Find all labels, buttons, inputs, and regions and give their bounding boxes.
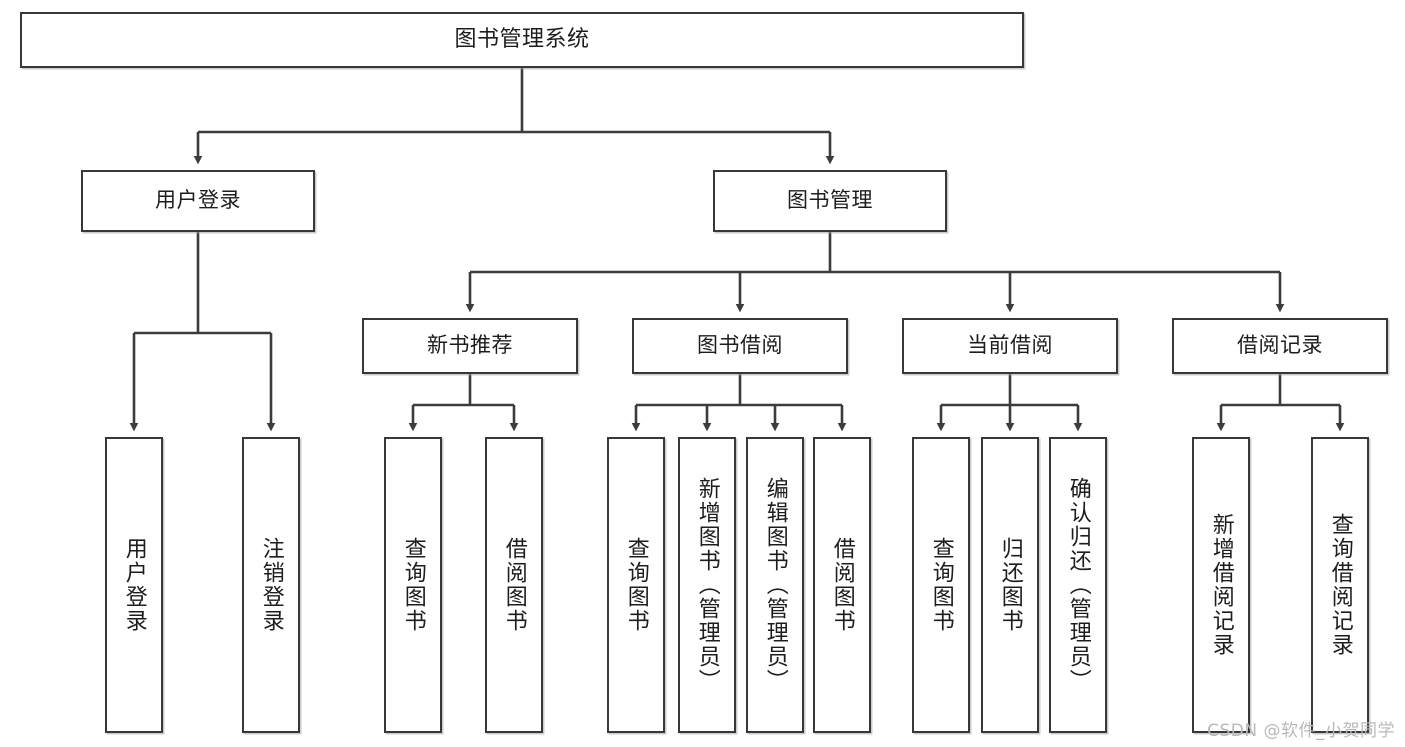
leaf-query-book-borrow[interactable]: 查询图书 <box>607 437 665 733</box>
node-label: 图书管理 <box>787 188 873 213</box>
node-label: 新增图书（管理员） <box>694 477 720 693</box>
node-label: 借阅图书 <box>501 537 527 633</box>
node-label: 当前借阅 <box>967 333 1053 358</box>
leaf-return-book[interactable]: 归还图书 <box>981 437 1039 733</box>
csdn-watermark: CSDN @软件_小贺同学 <box>1207 721 1395 741</box>
node-label: 用户登录 <box>155 188 241 213</box>
leaf-query-book-recommend[interactable]: 查询图书 <box>384 437 442 733</box>
leaf-query-book-current[interactable]: 查询图书 <box>912 437 970 733</box>
node-current-borrow[interactable]: 当前借阅 <box>902 318 1118 374</box>
leaf-user-login[interactable]: 用户登录 <box>105 437 163 733</box>
node-label: 新书推荐 <box>427 333 513 358</box>
node-root-system[interactable]: 图书管理系统 <box>20 12 1024 68</box>
node-label: 查询图书 <box>928 537 954 633</box>
node-label: 编辑图书（管理员） <box>762 477 788 693</box>
node-label: 注销登录 <box>258 537 284 633</box>
node-label: 图书管理系统 <box>454 26 590 52</box>
node-new-book-recommend[interactable]: 新书推荐 <box>362 318 578 374</box>
node-label: 图书借阅 <box>697 333 783 358</box>
leaf-edit-book-admin[interactable]: 编辑图书（管理员） <box>746 437 804 733</box>
node-label: 归还图书 <box>997 537 1023 633</box>
node-label: 确认归还（管理员） <box>1065 477 1091 693</box>
node-borrow-record[interactable]: 借阅记录 <box>1172 318 1388 374</box>
node-book-management[interactable]: 图书管理 <box>713 170 947 232</box>
leaf-query-borrow-record[interactable]: 查询借阅记录 <box>1311 437 1369 733</box>
node-label: 借阅记录 <box>1237 333 1323 358</box>
node-label: 新增借阅记录 <box>1208 513 1234 657</box>
node-book-borrow[interactable]: 图书借阅 <box>632 318 848 374</box>
leaf-borrow-book[interactable]: 借阅图书 <box>813 437 871 733</box>
node-label: 查询图书 <box>400 537 426 633</box>
leaf-borrow-book-recommend[interactable]: 借阅图书 <box>485 437 543 733</box>
leaf-add-borrow-record[interactable]: 新增借阅记录 <box>1192 437 1250 733</box>
node-label: 查询图书 <box>623 537 649 633</box>
node-user-login[interactable]: 用户登录 <box>81 170 315 232</box>
leaf-confirm-return-admin[interactable]: 确认归还（管理员） <box>1049 437 1107 733</box>
node-label: 查询借阅记录 <box>1327 513 1353 657</box>
node-label: 借阅图书 <box>829 537 855 633</box>
node-label: 用户登录 <box>121 537 147 633</box>
leaf-add-book-admin[interactable]: 新增图书（管理员） <box>678 437 736 733</box>
leaf-user-logout[interactable]: 注销登录 <box>242 437 300 733</box>
